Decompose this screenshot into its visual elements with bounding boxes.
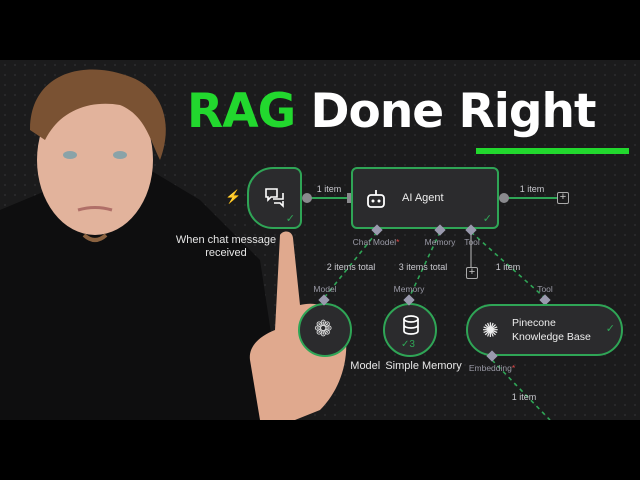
trigger-label: When chat message received [175,234,277,259]
openai-icon: ❁ [314,316,333,341]
chat-bubbles-icon [265,188,284,208]
success-check-icon: ✓ [605,323,615,335]
add-node-button[interactable]: + [557,192,569,204]
memory-count-badge: ✓3 [401,339,415,350]
pinecone-icon: ✺ [482,320,499,342]
edge-label: 2 items total [326,262,376,272]
database-icon [403,315,419,335]
headline-right: Right [458,84,597,139]
success-check-icon: ✓ [482,213,492,225]
port-label-embedding: Embedding* [468,363,516,373]
headline-done: Done [310,84,445,139]
robot-icon [367,190,385,208]
port-label-memory: Memory [424,237,456,247]
openai-model-node[interactable]: ❁ [298,303,352,357]
model-node-label: Model Simple Memory [350,360,462,372]
lightning-icon: ⚡ [225,189,242,204]
ai-agent-node[interactable]: AI Agent ✓ [351,167,499,229]
edge-tool [470,231,546,299]
headline-rag: RAG [187,84,296,139]
workflow-edges [302,193,557,420]
simple-memory-node[interactable]: ✓3 [383,303,437,357]
add-tool-button[interactable]: + [466,267,478,279]
edge-label: 1 item [519,184,545,194]
port-label-tool: Tool [464,237,480,247]
port-label-tool-in: Tool [537,284,553,294]
edge-label: 1 item [495,262,521,272]
presenter-photo [0,69,347,420]
ai-agent-label: AI Agent [402,192,444,204]
port-label-chat-model: Chat Model* [352,237,400,247]
headline-underline [476,148,629,154]
thumbnail-canvas: RAG Done Right ⚡ ✓ When chat message rec… [0,60,640,420]
edge-label: 1 item [316,184,342,194]
edge-label: 3 items total [398,262,448,272]
port-label-memory-in: Memory [393,284,425,294]
port-label-model: Model [313,284,337,294]
edge-embedding [491,359,551,420]
headline: RAG Done Right [187,88,596,135]
edge-model [323,231,378,299]
trigger-node[interactable]: ✓ [247,167,302,229]
success-check-icon: ✓ [285,213,295,225]
edge-label: 1 item [511,392,537,402]
